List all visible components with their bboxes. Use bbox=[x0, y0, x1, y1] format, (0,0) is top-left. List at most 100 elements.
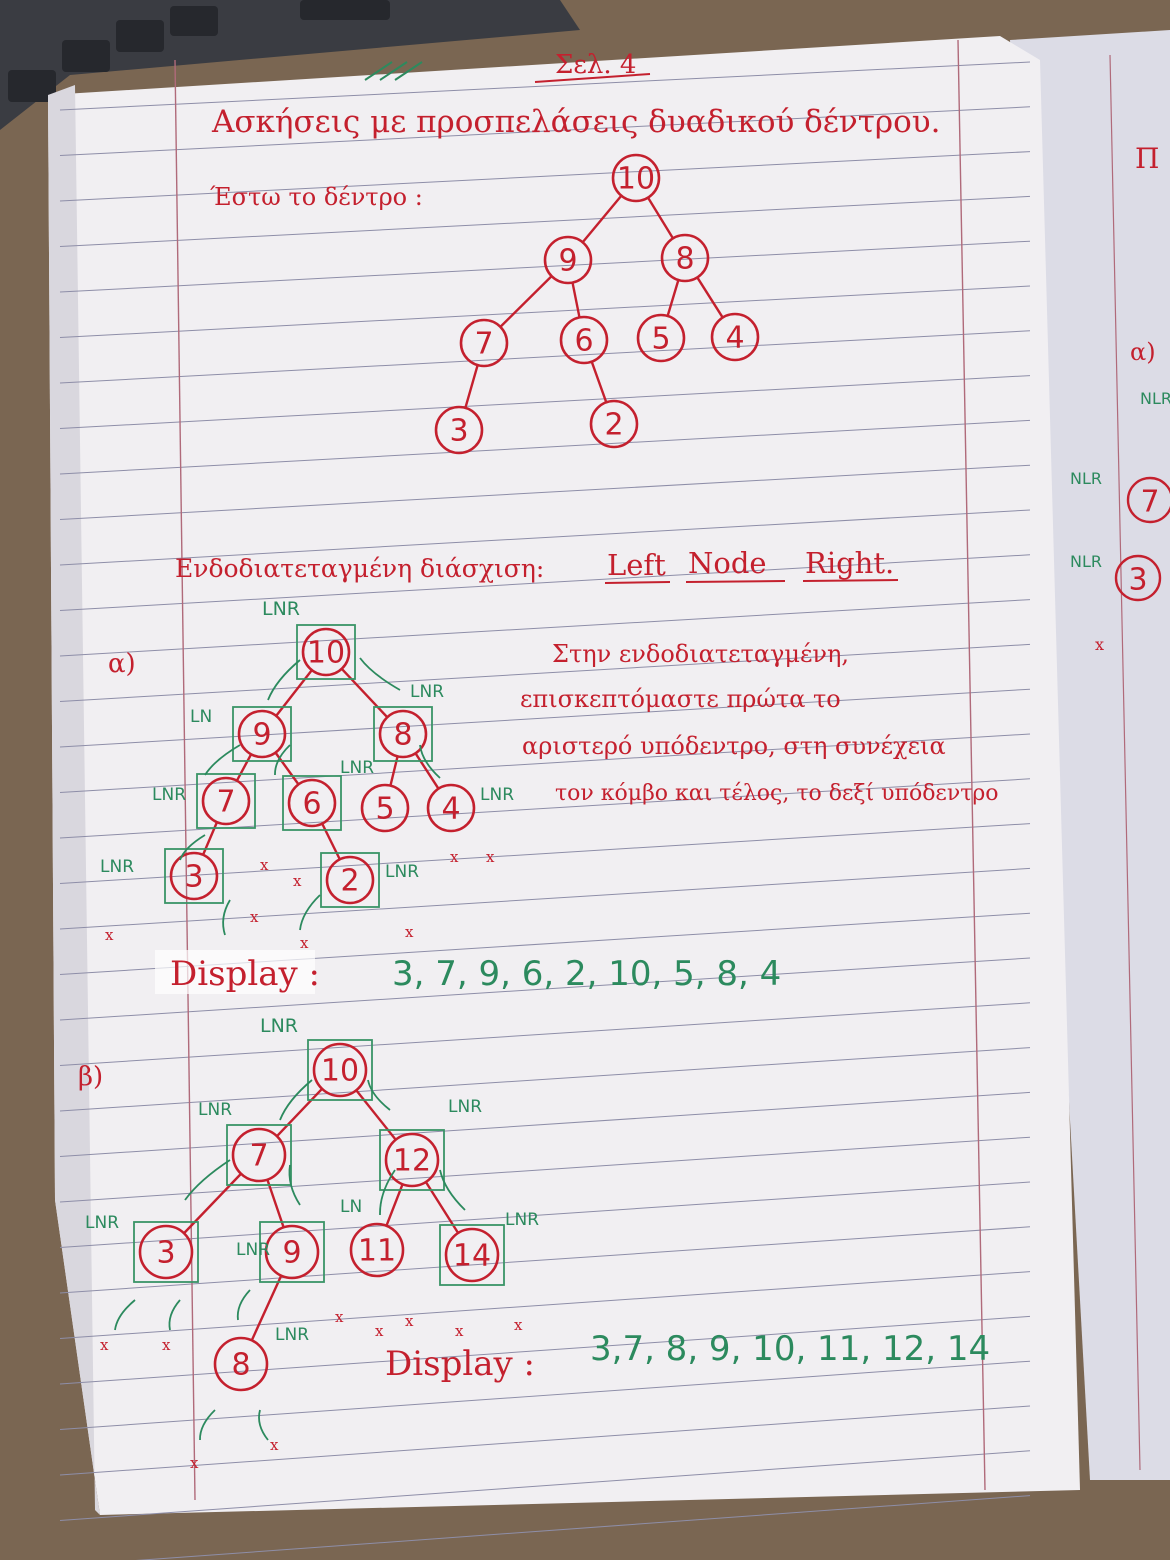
tree-node-value: 3 bbox=[156, 1236, 175, 1271]
ruled-line bbox=[59, 285, 1031, 338]
ruled-line bbox=[59, 1181, 1031, 1248]
tree-node bbox=[301, 627, 351, 677]
ruled-line bbox=[59, 688, 1031, 748]
visited-box bbox=[307, 1039, 373, 1101]
tree-edge bbox=[696, 276, 724, 319]
notebook-page bbox=[48, 36, 1080, 1515]
svg-text:3: 3 bbox=[1128, 563, 1147, 598]
tree-node bbox=[710, 312, 760, 362]
tree-node-value: 10 bbox=[617, 162, 655, 197]
tree-node bbox=[459, 318, 509, 368]
ruled-line bbox=[59, 1091, 1031, 1157]
visited-box bbox=[196, 773, 256, 829]
tree-node-value: 9 bbox=[558, 244, 577, 279]
tree-edge bbox=[590, 361, 608, 403]
tree-node bbox=[378, 709, 428, 759]
tree-node bbox=[360, 783, 410, 833]
lnr-annotation: LN bbox=[340, 1197, 362, 1217]
visited-box bbox=[133, 1221, 199, 1283]
tree-node-value: 7 bbox=[249, 1139, 268, 1174]
ruled-line bbox=[59, 643, 1031, 702]
ruled-line bbox=[59, 1002, 1031, 1066]
null-marker: x bbox=[405, 1312, 414, 1330]
ruled-line bbox=[59, 419, 1031, 475]
traversal-arrow bbox=[367, 1079, 391, 1111]
traversal-arrow bbox=[199, 1409, 216, 1441]
null-marker: x bbox=[486, 848, 495, 866]
rule-node: Node bbox=[688, 546, 767, 580]
visited-box bbox=[439, 1224, 505, 1286]
tree-edge bbox=[340, 667, 389, 719]
tree-node-value: 5 bbox=[651, 322, 670, 357]
lnr-annotation: LNR bbox=[505, 1210, 539, 1230]
traversal-arrow bbox=[288, 1164, 301, 1206]
tree-edge bbox=[183, 1172, 242, 1235]
tree-node-value: 7 bbox=[474, 327, 493, 362]
traversal-arrow bbox=[299, 894, 321, 931]
tree-node bbox=[426, 783, 476, 833]
tree-edge bbox=[464, 364, 479, 409]
display-a-highlight bbox=[155, 950, 315, 994]
tree-edge bbox=[646, 196, 675, 240]
tree-node-value: 9 bbox=[282, 1236, 301, 1271]
null-marker: x bbox=[375, 1322, 384, 1340]
null-marker: x bbox=[405, 923, 414, 941]
traversal-arrow bbox=[236, 1289, 251, 1321]
tree-edge bbox=[499, 275, 553, 328]
lnr-annotation: LNR bbox=[152, 785, 186, 805]
tree-edge bbox=[235, 753, 253, 782]
ruled-line bbox=[59, 1315, 1031, 1385]
null-marker: x bbox=[450, 848, 459, 866]
visited-box bbox=[373, 706, 433, 762]
traversal-arrow bbox=[168, 1299, 181, 1331]
null-marker: x bbox=[514, 1316, 523, 1334]
ruled-line bbox=[59, 375, 1031, 429]
tree-edge bbox=[266, 1179, 285, 1228]
visited-box bbox=[296, 624, 356, 680]
null-marker: x bbox=[105, 926, 114, 944]
explanation-line-3: αριστερό υπόδεντρο, στη συνέχεια bbox=[522, 732, 946, 760]
lnr-annotation: LNR bbox=[100, 857, 134, 877]
svg-text:7: 7 bbox=[1140, 485, 1159, 520]
tree-edge bbox=[275, 669, 313, 717]
inorder-title: Ενδοδιατεταγμένη διάσχιση: bbox=[175, 554, 544, 583]
green-tick-marks bbox=[364, 61, 423, 81]
tree-edge bbox=[385, 1183, 404, 1227]
tree-node bbox=[312, 1042, 368, 1098]
tree-node bbox=[237, 709, 287, 759]
ruled-line bbox=[59, 151, 1031, 202]
rule-underlines bbox=[604, 579, 899, 584]
visited-box bbox=[320, 852, 380, 908]
explanation-line-2: επισκεπτόμαστε πρώτα το bbox=[520, 685, 841, 713]
traversal-arrow bbox=[179, 834, 206, 861]
tree-node-value: 14 bbox=[453, 1239, 491, 1274]
traversal-arrow bbox=[279, 1079, 313, 1121]
tree-node-value: 4 bbox=[725, 321, 744, 356]
tree-node bbox=[325, 855, 375, 905]
ruled-line bbox=[59, 1047, 1031, 1112]
explanation-line-4: τον κόμβο και τέλος, το δεξί υπόδεντρο bbox=[555, 781, 999, 806]
null-marker: x bbox=[250, 908, 259, 926]
tree-node-value: 8 bbox=[393, 718, 412, 753]
tree-node-value: 6 bbox=[574, 324, 593, 359]
tree-node-value: 8 bbox=[231, 1348, 250, 1383]
intro-text: Έστω το δέντρο : bbox=[210, 183, 423, 211]
tree-edge bbox=[581, 194, 623, 244]
right-margin-line bbox=[957, 39, 986, 1491]
visited-box bbox=[164, 848, 224, 904]
tree-node bbox=[201, 776, 251, 826]
ruled-line bbox=[59, 464, 1031, 520]
null-marker: x bbox=[335, 1308, 344, 1326]
null-marker: x bbox=[270, 1436, 279, 1454]
traversal-arrow bbox=[258, 1409, 269, 1441]
tree-node-value: 2 bbox=[604, 408, 623, 443]
right-page-margin bbox=[1109, 54, 1141, 1471]
null-marker: x bbox=[100, 1336, 109, 1354]
explanation-line-1: Στην ενδοδιατεταγμένη, bbox=[552, 640, 849, 668]
rule-left: Left bbox=[607, 548, 666, 582]
notebook-back-page bbox=[1010, 30, 1170, 1480]
lnr-annotation: LNR bbox=[275, 1325, 309, 1345]
traversal-arrow bbox=[184, 1159, 231, 1201]
